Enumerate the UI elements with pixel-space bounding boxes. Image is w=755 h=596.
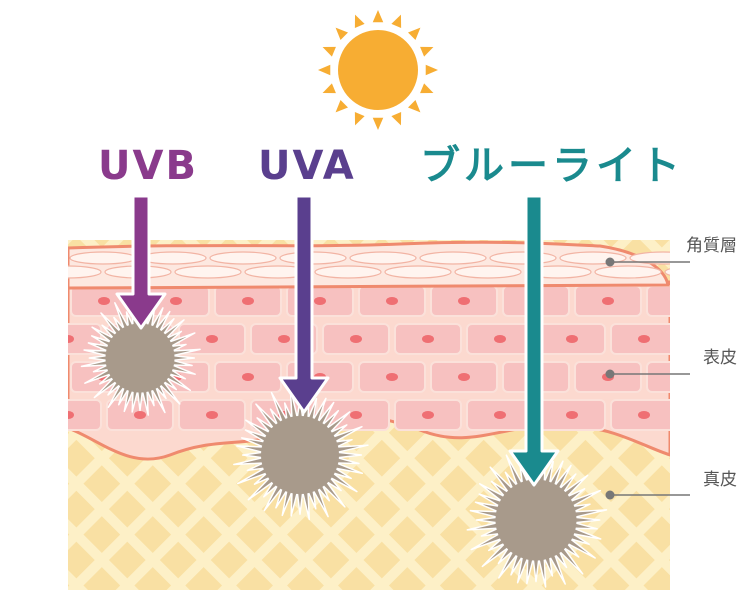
corneum-scale (594, 265, 662, 279)
corneum-scale (174, 265, 242, 279)
stratum-corneum-layer (68, 240, 670, 290)
cell-nucleus (566, 335, 578, 343)
uva-arrow (278, 194, 330, 414)
corneum-scale (489, 251, 557, 265)
sun-ray (372, 117, 384, 130)
sun-ray (408, 27, 421, 40)
corneum-scale (69, 251, 137, 265)
corneum-scale (68, 265, 102, 279)
cell-nucleus (68, 335, 74, 343)
leader-dot-stratum-corneum (605, 257, 615, 267)
cell-nucleus (386, 373, 398, 381)
ray-label-uva: UVA (258, 143, 356, 189)
ray-label-uvb: UVB (98, 143, 198, 189)
corneum-scale (314, 265, 382, 279)
corneum-scale (629, 251, 670, 265)
sun-ray (425, 64, 438, 76)
cell-nucleus (638, 335, 650, 343)
corneum-scale (349, 251, 417, 265)
leader-dot-epidermis (605, 369, 615, 379)
cell-nucleus (494, 335, 506, 343)
sun-ray (420, 46, 434, 57)
cell-nucleus (170, 297, 182, 305)
cell-nucleus (242, 373, 254, 381)
cell-nucleus (68, 411, 74, 419)
corneum-scale (209, 251, 277, 265)
cell-nucleus (206, 411, 218, 419)
sun-ray (335, 100, 348, 113)
stratum-corneum-scales (68, 251, 670, 279)
cell-nucleus (386, 297, 398, 305)
cell-nucleus (458, 297, 470, 305)
uvb-arrow (115, 194, 167, 330)
cell-nucleus (242, 297, 254, 305)
sun-ray (372, 10, 384, 23)
sun-ray (420, 83, 434, 94)
cell-nucleus (674, 297, 686, 305)
sun-ray (335, 27, 348, 40)
sun-ray (322, 83, 336, 94)
epidermis-cell (646, 361, 670, 393)
cell-nucleus (566, 411, 578, 419)
cell-nucleus (422, 335, 434, 343)
cell-nucleus (602, 297, 614, 305)
corneum-scale (419, 251, 487, 265)
epidermis-cell (646, 285, 670, 317)
damage-bursts (80, 297, 608, 588)
ray-arrows (115, 194, 560, 487)
layer-leader-lines (605, 257, 690, 500)
cell-nucleus (350, 411, 362, 419)
cell-nucleus (350, 335, 362, 343)
cell-nucleus (206, 335, 218, 343)
sun-ray (354, 112, 365, 126)
ray-label-blue-light: ブルーライト (420, 143, 684, 189)
leader-dot-dermis (605, 490, 615, 500)
cell-nucleus (278, 335, 290, 343)
corneum-scale (384, 265, 452, 279)
blue-light-arrow (508, 194, 560, 487)
cell-nucleus (314, 297, 326, 305)
sun-ray (408, 100, 421, 113)
corneum-scale (454, 265, 522, 279)
sun-icon (318, 10, 438, 130)
cell-nucleus (494, 411, 506, 419)
cell-nucleus (638, 411, 650, 419)
layer-label-epidermis: 表皮 (703, 348, 737, 368)
layer-label-dermis: 真皮 (703, 470, 737, 490)
burst-core (261, 416, 339, 494)
layer-label-stratum-corneum: 角質層 (686, 236, 737, 256)
sun-ray (322, 46, 336, 57)
cell-nucleus (134, 411, 146, 419)
corneum-scale (664, 268, 670, 276)
cell-nucleus (458, 373, 470, 381)
sun-ray (318, 64, 331, 76)
cell-nucleus (422, 411, 434, 419)
sun-ray (391, 112, 402, 126)
sun-ray (354, 14, 365, 28)
cell-nucleus (98, 297, 110, 305)
sun-disc (338, 30, 418, 110)
sun-ray (391, 14, 402, 28)
burst-core (105, 323, 175, 393)
burst-core (495, 479, 577, 561)
epidermis-cell (68, 399, 102, 431)
